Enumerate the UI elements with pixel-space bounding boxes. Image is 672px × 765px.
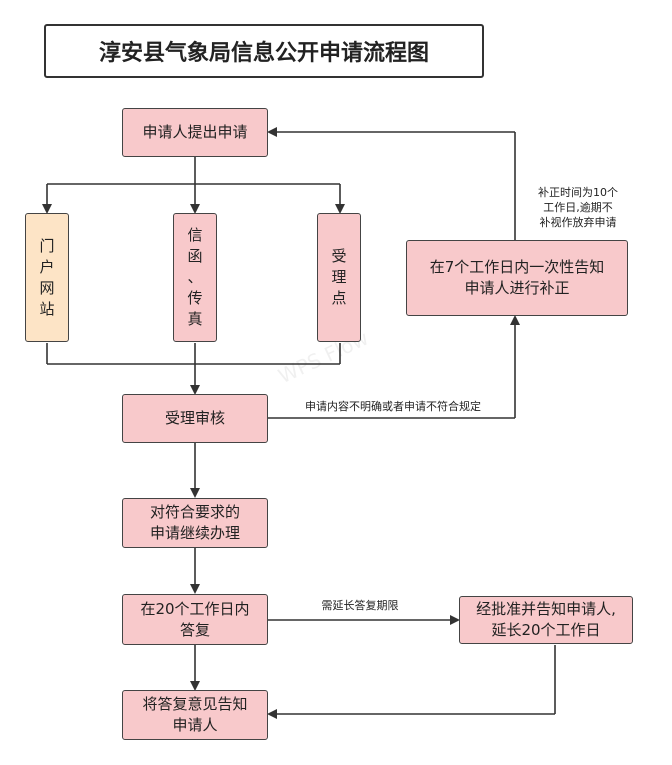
node-portal-website-text: 门 户 网 站 [39,236,55,318]
node-supplement-notice: 在7个工作日内一次性告知 申请人进行补正 [406,240,628,316]
node-acceptance-point-text: 受 理 点 [331,247,347,307]
node-notify-applicant-text: 将答复意见告知 申请人 [142,695,248,734]
node-submit-application-text: 申请人提出申请 [142,123,248,142]
node-portal-website: 门 户 网 站 [25,213,69,342]
label-need-extension: 需延长答复期限 [321,599,399,612]
node-reply-20-days: 在20个工作日内 答复 [122,594,268,645]
node-letter-fax: 信 函 、 传 真 [173,213,217,342]
node-letter-fax-text: 信 函 、 传 真 [187,226,203,328]
node-submit-application: 申请人提出申请 [122,108,268,157]
node-continue-processing-text: 对符合要求的 申请继续办理 [149,503,240,542]
node-notify-applicant: 将答复意见告知 申请人 [122,690,268,740]
node-review: 受理审核 [122,394,268,443]
node-extend-20-days: 经批准并告知申请人, 延长20个工作日 [459,596,633,644]
node-supplement-notice-text: 在7个工作日内一次性告知 申请人进行补正 [429,258,605,297]
node-continue-processing: 对符合要求的 申请继续办理 [122,498,268,548]
label-supplement-time: 补正时间为10个 工作日,逾期不 补视作放弃申请 [538,186,618,229]
node-acceptance-point: 受 理 点 [317,213,361,342]
page-title: 淳安县气象局信息公开申请流程图 [44,24,484,78]
node-review-text: 受理审核 [164,409,225,428]
node-reply-20-days-text: 在20个工作日内 答复 [140,599,250,639]
node-extend-20-days-text: 经批准并告知申请人, 延长20个工作日 [476,600,616,639]
label-unclear-application: 申请内容不明确或者申请不符合规定 [305,400,481,413]
